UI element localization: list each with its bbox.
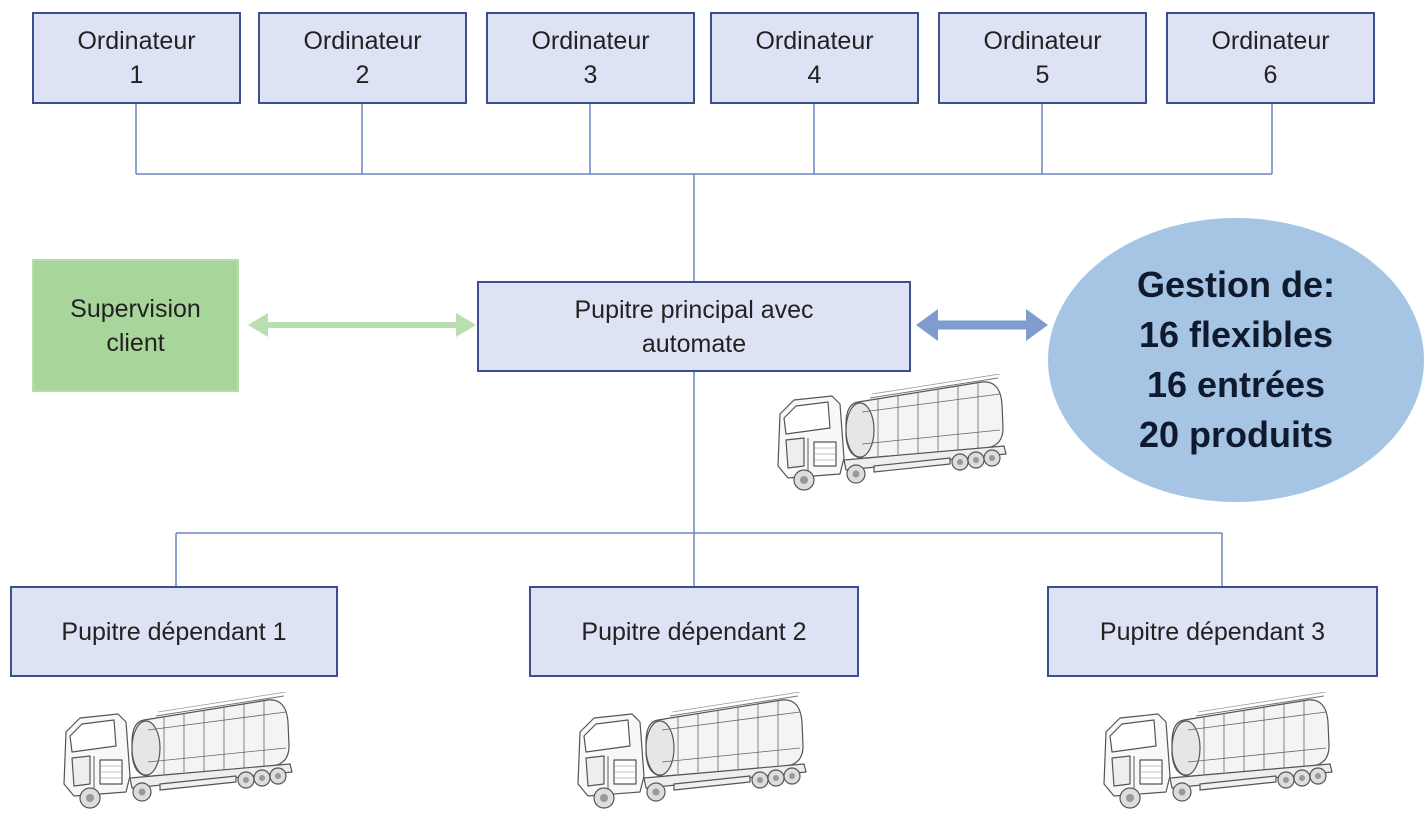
- tanker-truck-icon: [577, 692, 807, 809]
- computer-1-label: Ordinateur: [77, 27, 196, 55]
- computer-2-number: 2: [355, 61, 370, 89]
- computer-2-box: Ordinateur 2: [258, 12, 467, 104]
- dependent-console-3-label: Pupitre dépendant 3: [1099, 617, 1326, 646]
- computer-2-label: Ordinateur: [303, 27, 422, 55]
- tanker-truck-icon: [777, 374, 1007, 491]
- dependent-console-3-box: Pupitre dépendant 3: [1047, 586, 1378, 677]
- dependent-console-2-box: Pupitre dépendant 2: [529, 586, 859, 677]
- main-console-line-1: Pupitre principal avec: [574, 295, 814, 324]
- computer-3-box: Ordinateur 3: [486, 12, 695, 104]
- computer-4-number: 4: [807, 61, 822, 89]
- computer-3-number: 3: [583, 61, 598, 89]
- computer-5-label: Ordinateur: [983, 27, 1102, 55]
- supervision-line-2: client: [106, 328, 165, 357]
- gestion-flexibles: 16 flexibles: [1138, 314, 1334, 355]
- computer-6-label: Ordinateur: [1211, 27, 1330, 55]
- supervision-line-1: Supervision: [70, 294, 201, 323]
- computer-4-box: Ordinateur 4: [710, 12, 919, 104]
- supervision-double-arrow: [248, 313, 476, 337]
- dependent-console-1-box: Pupitre dépendant 1: [10, 586, 338, 677]
- gestion-produits: 20 produits: [1138, 414, 1334, 455]
- gestion-entrees: 16 entrées: [1146, 364, 1326, 405]
- computer-5-box: Ordinateur 5: [938, 12, 1147, 104]
- gestion-ellipse: Gestion de: 16 flexibles 16 entrées 20 p…: [1048, 218, 1424, 502]
- dependent-console-2-label: Pupitre dépendant 2: [581, 617, 807, 646]
- main-console-line-2: automate: [641, 329, 747, 358]
- main-console-box: Pupitre principal avec automate: [477, 281, 911, 372]
- computer-6-number: 6: [1263, 61, 1278, 89]
- supervision-client-box: Supervision client: [32, 259, 239, 392]
- gestion-title: Gestion de:: [1136, 264, 1336, 305]
- computer-1-box: Ordinateur 1: [32, 12, 241, 104]
- dependent-console-1-label: Pupitre dépendant 1: [61, 617, 287, 646]
- computer-1-number: 1: [129, 61, 144, 89]
- computer-3-label: Ordinateur: [531, 27, 650, 55]
- tanker-truck-icon: [1103, 692, 1333, 809]
- gestion-double-arrow: [916, 309, 1048, 341]
- tanker-truck-icon: [63, 692, 293, 809]
- computer-5-number: 5: [1035, 61, 1050, 89]
- computer-6-box: Ordinateur 6: [1166, 12, 1375, 104]
- computer-4-label: Ordinateur: [755, 27, 874, 55]
